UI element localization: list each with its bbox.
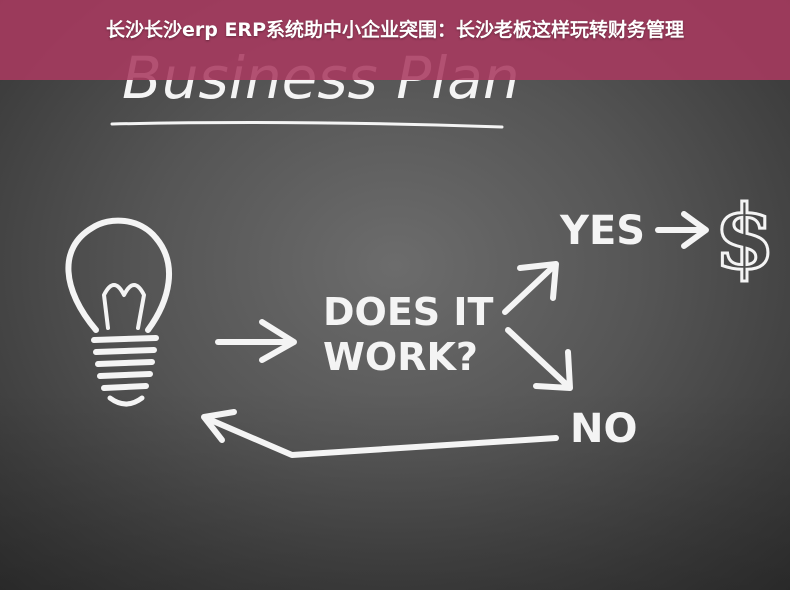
- dollar-sign-icon: $: [714, 185, 775, 289]
- arrow-to-yes: [502, 261, 559, 315]
- article-title: 长沙长沙erp ERP系统助中小企业突围：长沙老板这样玩转财务管理: [105, 19, 684, 41]
- arrow-to-dollar: [655, 211, 709, 249]
- article-title-banner: 长沙长沙erp ERP系统助中小企业突围：长沙老板这样玩转财务管理: [0, 0, 790, 80]
- no-label: NO: [570, 406, 637, 452]
- lightbulb-icon: [65, 217, 172, 407]
- arrow-back-to-idea: [201, 409, 559, 458]
- heading-underline: [110, 121, 504, 129]
- question-line-1: DOES IT: [323, 290, 494, 334]
- arrow-to-no: [505, 327, 573, 391]
- arrow-to-question: [215, 319, 297, 363]
- yes-label: YES: [559, 208, 645, 254]
- question-line-2: WORK?: [323, 335, 478, 379]
